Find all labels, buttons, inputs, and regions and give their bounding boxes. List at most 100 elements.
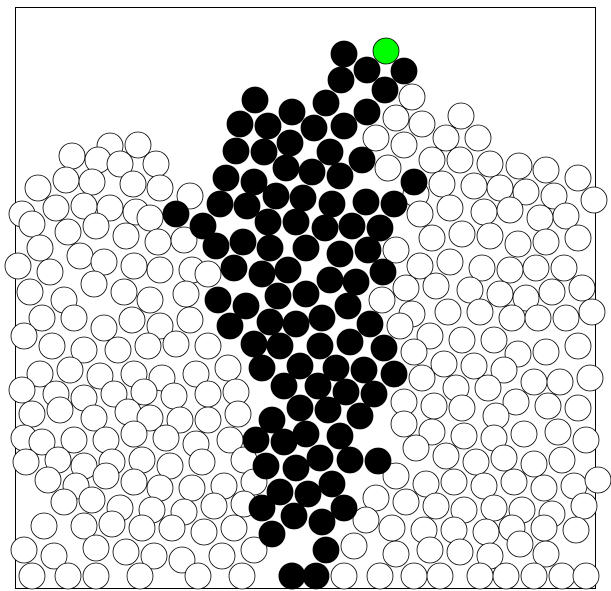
cluster-particles [162,40,428,590]
free-particle [416,322,444,350]
cluster-particle [346,402,374,430]
free-particle [190,518,218,546]
free-particle [92,462,120,490]
free-particle [8,376,36,404]
free-particle [28,304,56,332]
free-particle [104,336,132,364]
free-particle [374,154,402,182]
free-particle [580,186,608,214]
free-particle [546,368,574,396]
free-particle [476,150,504,178]
cluster-particle [353,56,381,84]
free-particle [432,124,460,152]
free-particle [552,304,580,332]
cluster-particle [330,494,358,522]
free-particle [90,248,118,276]
free-particle [408,364,436,392]
free-particle [448,220,476,248]
free-particle [570,492,598,520]
free-particle [480,326,508,354]
cluster-particle [302,562,330,590]
free-particle [26,234,54,262]
free-particle [426,562,454,590]
free-particle [532,228,560,256]
free-particle [460,352,488,380]
free-particle [466,298,494,326]
free-particle [194,260,222,288]
cluster-particle [332,378,360,406]
free-particle [422,272,450,300]
free-particle [584,466,611,494]
cluster-particle [266,332,294,360]
free-particle [366,562,394,590]
cluster-particle [274,256,302,284]
free-particle [532,540,560,568]
free-particle [472,518,500,546]
free-particle [530,514,558,542]
free-particle [470,472,498,500]
free-particle [80,404,108,432]
free-particle [480,494,508,522]
cluster-particle [162,200,190,228]
cluster-particle [286,394,314,422]
free-particle [522,254,550,282]
cluster-particle [348,146,376,174]
cluster-particle [330,112,358,140]
free-particle [534,392,562,420]
free-particle [440,468,468,496]
cluster-particle [241,86,269,114]
cluster-particle [326,240,354,268]
cluster-particle [276,129,304,157]
cluster-particle [294,480,322,508]
free-particle [352,506,380,534]
free-particle [52,166,80,194]
cluster-particle [350,356,378,384]
free-particle [42,194,70,222]
free-particle [112,222,140,250]
free-particle [432,442,460,470]
free-particle [30,512,58,540]
free-particle [400,562,428,590]
cluster-particle [270,428,298,456]
free-particle [496,256,524,284]
free-particle [510,420,538,448]
cluster-particle [189,212,217,240]
cluster-particle [364,447,392,475]
free-particle [240,536,268,564]
free-particle [450,422,478,450]
cluster-particle [342,268,370,296]
free-particle [504,230,532,258]
free-particle [119,170,147,198]
free-particle [548,446,576,474]
cluster-particle [312,536,340,564]
free-particle [408,110,436,138]
cluster-particle [327,66,355,94]
free-particle [120,468,148,496]
free-particle [390,410,418,438]
cluster-particle [262,182,290,210]
free-particle [82,534,110,562]
cluster-particle [369,258,397,286]
cluster-particle [212,164,240,192]
free-particle [466,562,494,590]
free-particle [156,452,184,480]
free-particle [82,212,110,240]
free-particle [214,354,242,382]
cluster-particle [292,234,320,262]
free-particle [162,330,190,358]
cluster-particle [312,89,340,117]
cluster-particle [233,192,261,220]
free-particle [456,276,484,304]
free-particle [330,562,358,590]
cluster-particle [300,114,328,142]
free-particle [392,274,420,302]
free-particle [194,332,222,360]
free-particle [448,326,476,354]
free-particle [502,388,530,416]
free-particle [402,434,430,462]
free-particle [70,512,98,540]
tip-particle [372,37,400,65]
free-particle [368,286,396,314]
free-particle [146,174,174,202]
cluster-particle [380,190,408,218]
